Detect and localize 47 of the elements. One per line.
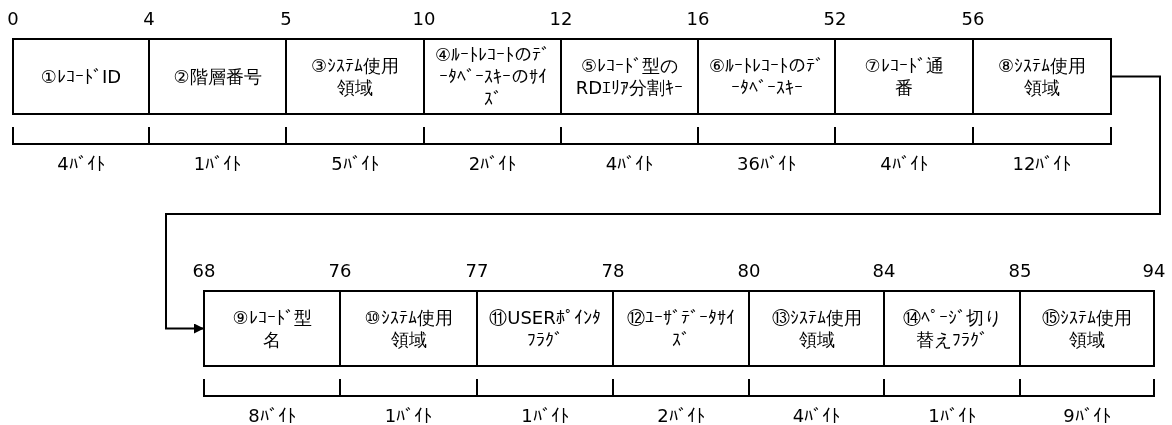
size-label: 4ﾊﾞｲﾄ xyxy=(605,153,654,175)
offset-label: 76 xyxy=(328,260,352,282)
field-box: ③ｼｽﾃﾑ使用領域 xyxy=(285,38,425,115)
field-box: ②階層番号 xyxy=(148,38,287,115)
field-box: ⑩ｼｽﾃﾑ使用領域 xyxy=(339,290,478,367)
offset-label: 78 xyxy=(601,260,625,282)
field-box: ⑤ﾚｺｰﾄﾞ型のRDｴﾘｱ分割ｷｰ xyxy=(560,38,699,115)
field-box: ①ﾚｺｰﾄﾞID xyxy=(12,38,150,115)
field-box: ⑭ﾍﾟｰｼﾞ切り替えﾌﾗｸﾞ xyxy=(883,290,1021,367)
offset-label: 84 xyxy=(872,260,896,282)
size-label: 9ﾊﾞｲﾄ xyxy=(1063,405,1111,425)
offset-label: 0 xyxy=(7,8,19,30)
offset-label: 68 xyxy=(192,260,216,282)
offset-label: 16 xyxy=(686,8,710,30)
size-label: 4ﾊﾞｲﾄ xyxy=(880,153,928,175)
offset-label: 4 xyxy=(143,8,155,30)
offset-label: 56 xyxy=(961,8,985,30)
arrow xyxy=(165,75,1161,334)
size-label: 2ﾊﾞｲﾄ xyxy=(468,153,517,175)
field-box: ⑧ｼｽﾃﾑ使用領域 xyxy=(972,38,1112,115)
size-label: 8ﾊﾞｲﾄ xyxy=(248,405,296,425)
offset-label: 12 xyxy=(549,8,573,30)
offset-label: 5 xyxy=(280,8,292,30)
field-box: ⑨ﾚｺｰﾄﾞ型名 xyxy=(203,290,341,367)
offset-label: 85 xyxy=(1008,260,1032,282)
offset-label: 52 xyxy=(823,8,847,30)
size-label: 2ﾊﾞｲﾄ xyxy=(657,405,705,425)
field-box: ⑮ｼｽﾃﾑ使用領域 xyxy=(1019,290,1155,367)
offset-label: 10 xyxy=(412,8,436,30)
offset-label: 80 xyxy=(737,260,761,282)
size-label: 1ﾊﾞｲﾄ xyxy=(521,405,569,425)
size-label: 5ﾊﾞｲﾄ xyxy=(331,153,379,175)
size-label: 1ﾊﾞｲﾄ xyxy=(193,153,242,175)
offset-label: 77 xyxy=(465,260,489,282)
field-box: ④ﾙｰﾄﾚｺｰﾄのﾃﾞｰﾀﾍﾞｰｽｷｰのｻｲｽﾞ xyxy=(423,38,562,115)
size-label: 1ﾊﾞｲﾄ xyxy=(384,405,433,425)
field-box: ⑬ｼｽﾃﾑ使用領域 xyxy=(748,290,885,367)
size-label: 12ﾊﾞｲﾄ xyxy=(1012,153,1072,175)
size-label: 4ﾊﾞｲﾄ xyxy=(57,153,105,175)
offset-label: 94 xyxy=(1142,260,1166,282)
size-label: 4ﾊﾞｲﾄ xyxy=(792,405,841,425)
field-box: ⑪USERﾎﾟｲﾝﾀﾌﾗｸﾞ xyxy=(476,290,614,367)
field-box: ⑦ﾚｺｰﾄﾞ通番 xyxy=(834,38,974,115)
field-box: ⑫ﾕｰｻﾞﾃﾞｰﾀｻｲｽﾞ xyxy=(612,290,750,367)
size-label: 1ﾊﾞｲﾄ xyxy=(928,405,976,425)
field-box: ⑥ﾙｰﾄﾚｺｰﾄのﾃﾞｰﾀﾍﾞｰｽｷｰ xyxy=(697,38,836,115)
size-label: 36ﾊﾞｲﾄ xyxy=(737,153,796,175)
